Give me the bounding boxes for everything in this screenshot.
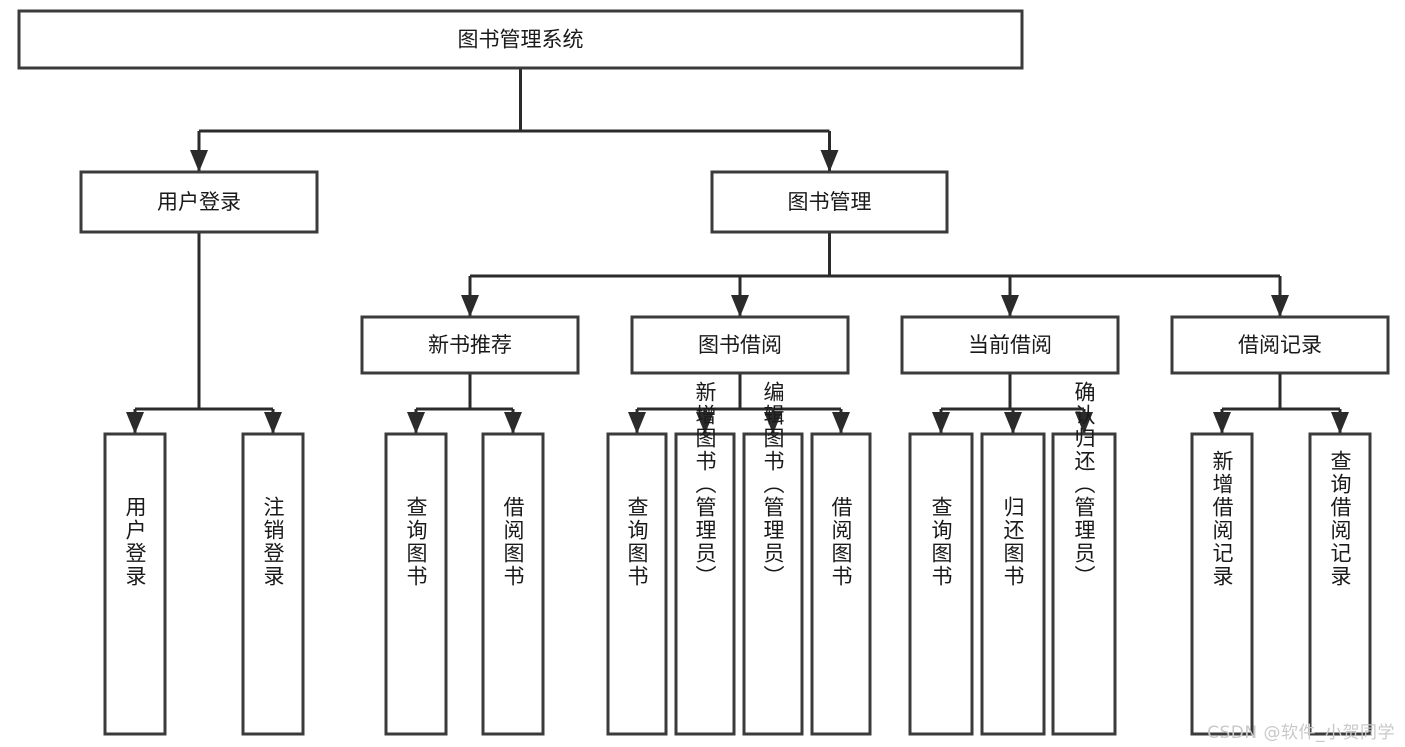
node-leaf-leaf-query-borrow-record[interactable]: 查询借阅记录	[1308, 432, 1372, 736]
arrow-head-icon	[1001, 295, 1019, 317]
arrow-head-icon	[190, 150, 208, 172]
node-box-leaf-add-book-admin[interactable]	[674, 432, 736, 736]
node-level2-user-login[interactable]: 用户登录	[79, 170, 319, 234]
node-label-leaf-query-book-3: 查询图书	[929, 496, 953, 588]
node-box-book-management[interactable]	[710, 170, 949, 234]
node-leaf-leaf-query-book-1[interactable]: 查询图书	[384, 432, 448, 736]
node-label-leaf-user-logout: 注销登录	[261, 496, 285, 588]
node-box-root[interactable]	[17, 9, 1024, 70]
csdn-watermark: CSDN @软件_小贺同学	[1207, 723, 1395, 743]
arrow-head-icon	[1004, 412, 1022, 434]
node-box-borrow-record[interactable]	[1170, 315, 1390, 375]
arrow-head-icon	[764, 412, 782, 434]
arrow-head-icon	[1271, 295, 1289, 317]
node-leaf-leaf-add-borrow-record[interactable]: 新增借阅记录	[1190, 432, 1254, 736]
node-level3-current-borrow[interactable]: 当前借阅	[900, 315, 1120, 375]
node-box-leaf-query-book-2[interactable]	[606, 432, 668, 736]
node-label-leaf-confirm-return-admin: 确认归还（管理员）	[1072, 381, 1096, 588]
node-box-leaf-add-borrow-record[interactable]	[1190, 432, 1254, 736]
node-leaf-leaf-query-book-2[interactable]: 查询图书	[606, 432, 668, 736]
node-level3-borrow-record[interactable]: 借阅记录	[1170, 315, 1390, 375]
node-label-leaf-user-login: 用户登录	[123, 496, 147, 588]
node-box-leaf-return-book[interactable]	[980, 432, 1046, 736]
node-box-leaf-user-login[interactable]	[103, 432, 167, 736]
node-label-leaf-query-borrow-record: 查询借阅记录	[1328, 450, 1352, 588]
node-leaf-leaf-return-book[interactable]: 归还图书	[980, 432, 1046, 736]
arrow-head-icon	[820, 150, 839, 172]
node-label-leaf-borrow-book-1: 借阅图书	[501, 496, 525, 588]
node-layer: 图书管理系统用户登录图书管理新书推荐图书借阅当前借阅借阅记录用户登录注销登录查询…	[17, 9, 1390, 736]
arrow-head-icon	[126, 412, 144, 434]
node-label-leaf-borrow-book-2: 借阅图书	[829, 496, 853, 588]
node-label-leaf-edit-book-admin: 编辑图书（管理员）	[761, 381, 785, 588]
node-box-leaf-borrow-book-1[interactable]	[481, 432, 545, 736]
node-label-leaf-return-book: 归还图书	[1001, 496, 1025, 588]
arrow-head-icon	[731, 295, 749, 317]
arrow-head-icon	[1075, 412, 1093, 434]
node-level2-book-management[interactable]: 图书管理	[710, 170, 949, 234]
node-box-current-borrow[interactable]	[900, 315, 1120, 375]
arrow-head-icon	[264, 412, 282, 434]
node-label-book-management: 图书管理	[788, 190, 872, 214]
arrow-head-icon	[628, 412, 646, 434]
node-box-leaf-borrow-book-2[interactable]	[810, 432, 872, 736]
node-box-user-login[interactable]	[79, 170, 319, 234]
node-box-leaf-query-book-3[interactable]	[908, 432, 974, 736]
node-leaf-leaf-confirm-return-admin[interactable]: 确认归还（管理员）	[1051, 381, 1117, 736]
node-box-leaf-user-logout[interactable]	[241, 432, 305, 736]
node-level3-new-book-recommend[interactable]: 新书推荐	[360, 315, 580, 375]
node-leaf-leaf-user-login[interactable]: 用户登录	[103, 432, 167, 736]
node-label-current-borrow: 当前借阅	[968, 333, 1052, 357]
arrow-head-icon	[1213, 412, 1231, 434]
node-box-leaf-edit-book-admin[interactable]	[742, 432, 804, 736]
arrow-head-icon	[932, 412, 950, 434]
node-box-leaf-query-book-1[interactable]	[384, 432, 448, 736]
node-label-leaf-query-book-1: 查询图书	[404, 496, 428, 588]
node-leaf-leaf-borrow-book-2[interactable]: 借阅图书	[810, 432, 872, 736]
arrow-head-icon	[407, 412, 425, 434]
node-root[interactable]: 图书管理系统	[17, 9, 1024, 70]
node-leaf-leaf-edit-book-admin[interactable]: 编辑图书（管理员）	[742, 381, 804, 736]
node-label-root: 图书管理系统	[458, 28, 584, 52]
arrow-head-icon	[832, 412, 850, 434]
node-label-leaf-query-book-2: 查询图书	[625, 496, 649, 588]
node-label-new-book-recommend: 新书推荐	[428, 333, 512, 357]
node-label-user-login: 用户登录	[157, 190, 241, 214]
arrow-head-icon	[504, 412, 522, 434]
arrow-head-icon	[461, 295, 479, 317]
node-label-leaf-add-book-admin: 新增图书（管理员）	[693, 381, 717, 588]
node-label-leaf-add-borrow-record: 新增借阅记录	[1210, 450, 1234, 588]
node-box-new-book-recommend[interactable]	[360, 315, 580, 375]
node-leaf-leaf-add-book-admin[interactable]: 新增图书（管理员）	[674, 381, 736, 736]
connector-layer	[126, 68, 1349, 434]
node-box-leaf-query-borrow-record[interactable]	[1308, 432, 1372, 736]
node-label-borrow-record: 借阅记录	[1238, 333, 1322, 357]
node-leaf-leaf-borrow-book-1[interactable]: 借阅图书	[481, 432, 545, 736]
node-box-book-borrow[interactable]	[630, 315, 850, 375]
node-level3-book-borrow[interactable]: 图书借阅	[630, 315, 850, 375]
arrow-head-icon	[1331, 412, 1349, 434]
node-leaf-leaf-query-book-3[interactable]: 查询图书	[908, 432, 974, 736]
node-label-book-borrow: 图书借阅	[698, 333, 782, 357]
node-box-leaf-confirm-return-admin[interactable]	[1051, 432, 1117, 736]
arrow-head-icon	[696, 412, 714, 434]
node-leaf-leaf-user-logout[interactable]: 注销登录	[241, 432, 305, 736]
